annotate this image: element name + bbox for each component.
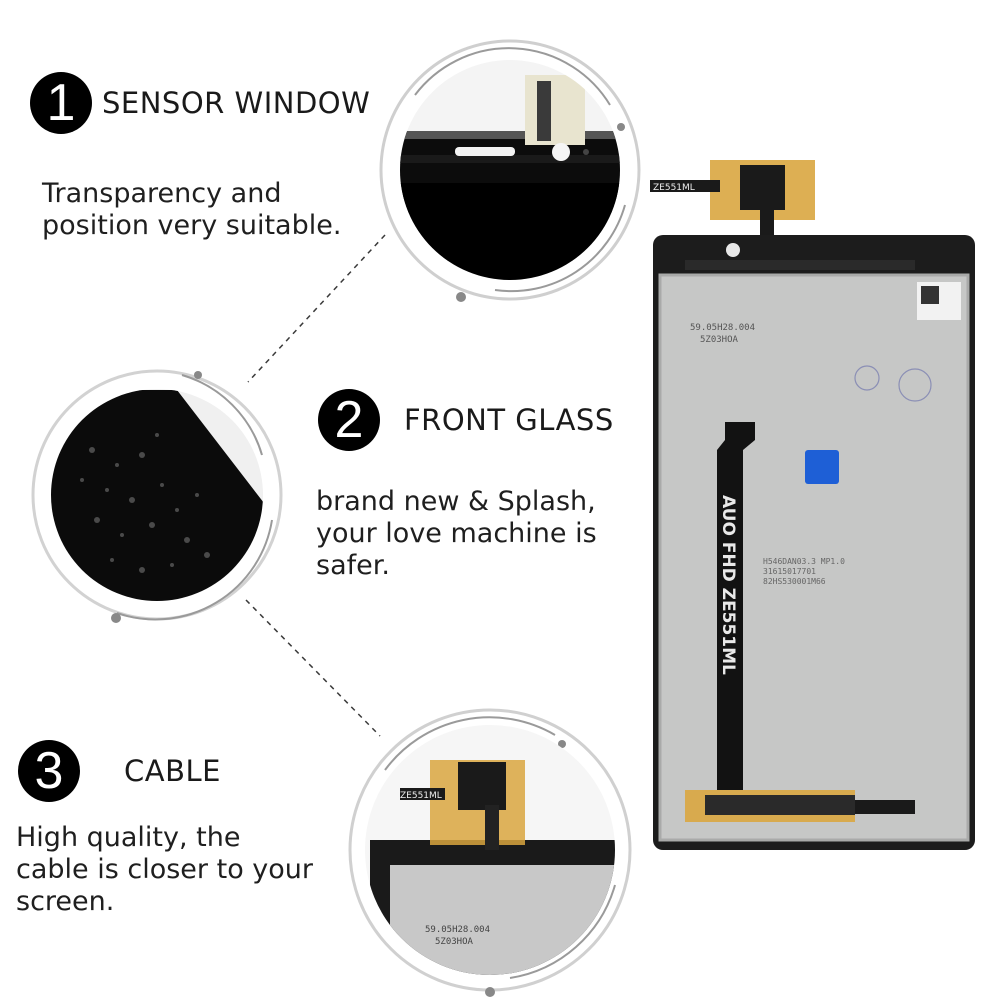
cable-zoom-code-1: 59.05H28.004	[425, 925, 490, 935]
feature-description-2-line: brand new & Splash,	[316, 486, 596, 517]
panel-code-1: 59.05H28.004	[690, 323, 755, 333]
feature-description-1-line: Transparency and	[42, 178, 282, 209]
top-chip-label: ZE551ML	[653, 183, 695, 193]
number-badge-3: 3	[18, 740, 80, 802]
cable-zoom-code-2: 5Z03HOA	[435, 937, 474, 947]
sensor-window-zoom-circle	[379, 39, 641, 302]
number-badge-1-text: 1	[46, 74, 76, 132]
feature-description-3-line: High quality, the	[16, 822, 241, 853]
cable-chip-label: ZE551ML	[400, 791, 442, 801]
feature-description-3-line: cable is closer to your	[16, 854, 313, 885]
number-badge-3-text: 3	[34, 742, 64, 800]
panel-code-3: H546DAN03.3 MP1.0	[763, 557, 845, 566]
number-badge-2: 2	[318, 389, 380, 451]
feature-title-cable: CABLE	[124, 754, 221, 788]
panel-code-5: 82HS530001M66	[763, 577, 826, 586]
panel-code-4: 31615017701	[763, 567, 816, 576]
feature-title-front-glass: FRONT GLASS	[404, 403, 614, 437]
black-flex-cable	[717, 422, 755, 790]
feature-title-sensor-window: SENSOR WINDOW	[102, 86, 371, 120]
cable-zoom-circle: ZE551ML 59.05H28.004 5Z03HOA	[348, 708, 632, 997]
feature-description-1: Transparency and position very suitable.	[42, 178, 341, 242]
flex-cable-label: AUO FHD ZE551ML	[718, 495, 738, 675]
feature-description-3-line: screen.	[16, 886, 115, 917]
lcd-assembly-photo: ZE551ML 59.05H28.004 5Z03HOA H546DAN03.3…	[650, 160, 975, 850]
feature-description-1-line: position very suitable.	[42, 210, 342, 241]
panel-code-2: 5Z03HOA	[700, 335, 739, 345]
number-badge-2-text: 2	[334, 391, 364, 449]
number-badge-1: 1	[30, 72, 92, 134]
front-glass-zoom-circle	[31, 369, 283, 623]
feature-description-2: brand new & Splash, your love machine is…	[316, 486, 597, 582]
feature-description-2-line: safer.	[316, 550, 390, 581]
feature-description-2-line: your love machine is	[316, 518, 597, 549]
feature-description-3: High quality, the cable is closer to you…	[16, 822, 313, 918]
blue-tag	[805, 450, 839, 484]
